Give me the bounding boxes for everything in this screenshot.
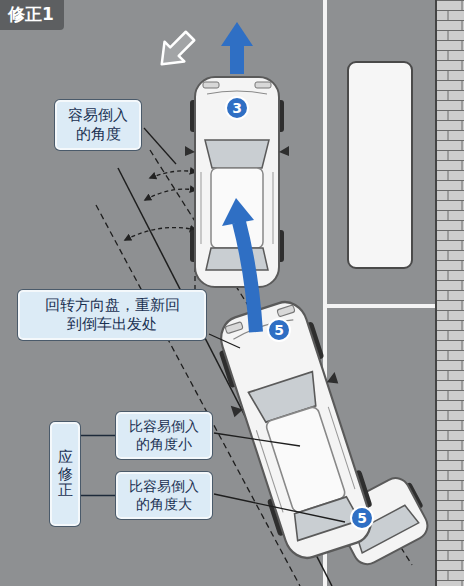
direction-arrow — [152, 26, 200, 74]
blue-arrows — [221, 22, 256, 332]
arrow-head — [221, 22, 253, 46]
callout-number: 5 — [267, 318, 291, 342]
car-corrected — [185, 77, 289, 287]
callout-number: 5 — [350, 506, 374, 530]
label-text: 容易倒入的角度 — [63, 106, 133, 144]
brick-wall — [436, 0, 464, 586]
label-text: 比容易倒入的角度小 — [126, 418, 202, 453]
diagram-title: 修正1 — [0, 0, 64, 30]
label-text: 比容易倒入的角度大 — [126, 478, 202, 513]
callout-number: 3 — [225, 96, 249, 120]
instruction-box: 回转方向盘，重新回到倒车出发处 — [18, 290, 206, 340]
angle-arc — [125, 228, 196, 240]
wall-edge — [435, 0, 437, 586]
bracket-line — [80, 435, 116, 437]
angle-label-box: 容易倒入的角度 — [55, 100, 141, 150]
forward-curve-arrow — [239, 222, 256, 332]
large-angle-box: 比容易倒入的角度大 — [116, 472, 212, 519]
correction-box: 应修正 — [50, 422, 80, 526]
arrow-head — [222, 198, 254, 226]
forward-arrow — [230, 44, 244, 74]
leader-line — [214, 433, 300, 446]
label-text: 回转方向盘，重新回到倒车出发处 — [44, 296, 180, 334]
label-text: 应修正 — [58, 449, 73, 499]
car-start — [205, 293, 387, 566]
leader-line — [144, 128, 176, 164]
angle-arc — [150, 171, 196, 178]
parked-object — [348, 62, 412, 268]
small-angle-box: 比容易倒入的角度小 — [116, 412, 212, 459]
parking-line — [325, 304, 436, 308]
leader-line — [214, 494, 345, 522]
angle-arc — [145, 189, 196, 200]
bracket-line — [80, 495, 116, 497]
leader-line — [209, 334, 240, 348]
